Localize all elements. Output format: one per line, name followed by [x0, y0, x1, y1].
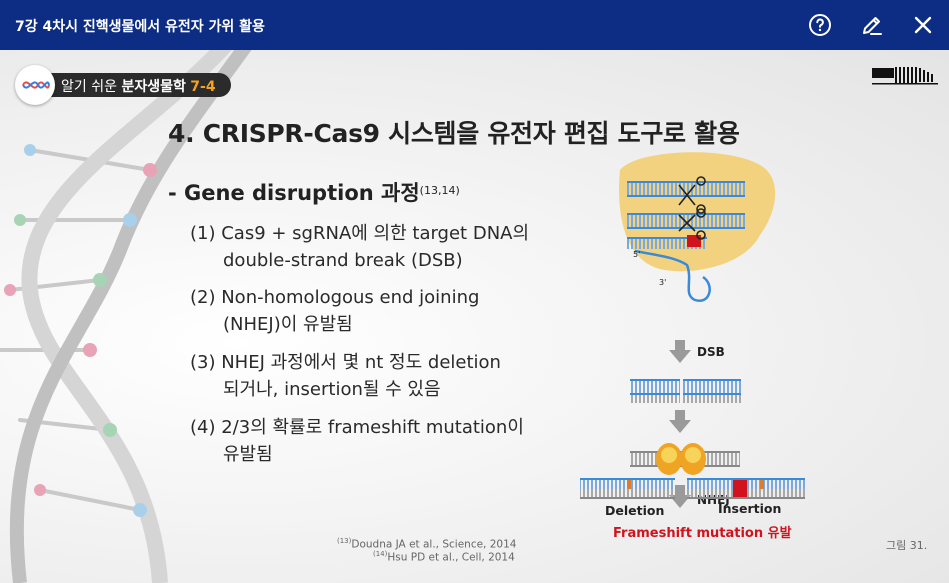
subheading-text: - Gene disruption 과정 — [168, 181, 420, 205]
insertion-dna — [687, 478, 805, 499]
close-icon — [914, 16, 932, 34]
label-3prime: 3' — [659, 278, 666, 287]
broken-dna — [630, 379, 741, 403]
dna-helix-illustration — [0, 50, 252, 583]
label-frameshift: Frameshift mutation 유발 — [613, 525, 792, 541]
crispr-diagram: 5' 3' DSB NHEJ — [619, 152, 776, 508]
reference-1-num: (13) — [337, 537, 352, 545]
title-bar: 7강 4차시 진핵생물에서 유전자 가위 활용 — [0, 0, 949, 50]
help-button[interactable] — [806, 11, 834, 39]
list-item-line2: 되거나, insertion될 수 있음 — [223, 379, 441, 400]
slide-heading: 4. CRISPR-Cas9 시스템을 유전자 편집 도구로 활용 — [168, 119, 740, 148]
label-deletion: Deletion — [605, 503, 664, 518]
reference-2-num: (14) — [373, 550, 388, 558]
scissors-icon — [678, 176, 706, 214]
label-insertion: Insertion — [718, 501, 781, 516]
slide-subheading: - Gene disruption 과정(13,14) — [168, 177, 460, 207]
edit-button[interactable] — [858, 11, 886, 39]
window-title: 7강 4차시 진핵생물에서 유전자 가위 활용 — [15, 19, 265, 35]
badge-logo — [15, 65, 55, 105]
label-5prime: 5' — [633, 250, 640, 259]
reference-2-text: Hsu PD et al., Cell, 2014 — [387, 551, 515, 564]
repair-complex — [630, 443, 740, 475]
close-button[interactable] — [909, 11, 937, 39]
list-item: (3) NHEJ 과정에서 몇 nt 정도 deletion 되거나, inse… — [190, 349, 501, 403]
list-item-line1: (2) Non-homologous end joining — [190, 287, 480, 308]
arrow-down-icon — [669, 485, 691, 508]
figure-number: 그림 31. — [886, 539, 928, 552]
badge-label-main: 분자생물학 — [121, 79, 186, 95]
list-item-line1: (1) Cas9 + sgRNA에 의한 target DNA의 — [190, 223, 530, 244]
dna-strand — [627, 183, 745, 195]
list-item-line1: (4) 2/3의 확률로 frameshift mutation이 — [190, 417, 524, 438]
publisher-logo — [872, 67, 938, 85]
list-item-line2: 유발됨 — [223, 444, 273, 465]
pencil-icon — [863, 17, 882, 35]
list-item: (1) Cas9 + sgRNA에 의한 target DNA의 double-… — [190, 220, 529, 274]
list-item: (2) Non-homologous end joining (NHEJ)이 유… — [190, 284, 479, 338]
deletion-dna — [580, 478, 675, 499]
badge-pill — [39, 73, 231, 97]
mutation-results: Deletion Insertion Frameshift mutation 유… — [580, 478, 805, 541]
lecture-slide: 알기 쉬운 분자생물학 7-4 4. CRISPR-Cas9 시스템을 유전자 … — [0, 50, 949, 583]
list-item-line2: (NHEJ)이 유발됨 — [223, 314, 353, 335]
label-dsb: DSB — [697, 345, 725, 359]
list-item-line1: (3) NHEJ 과정에서 몇 nt 정도 deletion — [190, 352, 501, 373]
scissors-icon — [678, 208, 706, 240]
arrow-down-icon — [669, 410, 691, 433]
question-circle-icon — [809, 14, 831, 36]
reference-1-text: Doudna JA et al., Science, 2014 — [351, 538, 517, 551]
list-item-line2: double-strand break (DSB) — [223, 250, 463, 271]
course-badge: 알기 쉬운 분자생물학 7-4 — [15, 65, 233, 105]
reference-2: (14)Hsu PD et al., Cell, 2014 — [373, 550, 515, 564]
sgrna — [634, 249, 711, 303]
dna-logo-icon — [22, 81, 50, 89]
arrow-down-icon — [669, 340, 691, 363]
reference-1: (13)Doudna JA et al., Science, 2014 — [337, 537, 516, 551]
badge-label: 알기 쉬운 분자생물학 7-4 — [61, 76, 216, 96]
badge-label-prefix: 알기 쉬운 — [61, 79, 117, 95]
badge-label-num: 7-4 — [190, 79, 216, 95]
list-item: (4) 2/3의 확률로 frameshift mutation이 유발됨 — [190, 414, 524, 468]
subheading-ref: (13,14) — [419, 184, 460, 197]
pam-site — [687, 235, 701, 247]
